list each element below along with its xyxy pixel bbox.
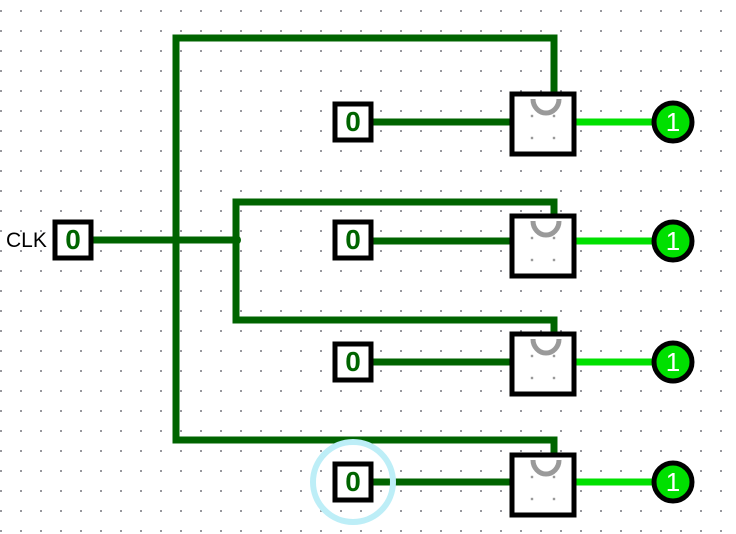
component-pin-dot: [530, 376, 534, 380]
output-led-4-value: 1: [666, 467, 680, 497]
data-input-pin-3-body[interactable]: [332, 341, 374, 383]
component-pin-dot: [552, 497, 556, 501]
output-led-1[interactable]: 1: [651, 100, 695, 144]
data-input-pin-4-body[interactable]: [332, 461, 374, 503]
data-input-pin-1-body[interactable]: [332, 101, 374, 143]
wire-junctions: [171, 235, 241, 245]
output-led-2-value: 1: [666, 226, 680, 256]
output-led-1-value: 1: [666, 107, 680, 137]
component-pin-dot: [530, 236, 534, 240]
component-pin-dot: [552, 376, 556, 380]
data-input-pin-2-value: 0: [345, 224, 361, 255]
wire-junction-2: [231, 235, 241, 245]
component-pin-dot: [530, 114, 534, 118]
component-pin-dot: [552, 475, 556, 479]
clock-input-pin[interactable]: 0: [52, 219, 94, 261]
output-led-1-body[interactable]: [651, 100, 695, 144]
output-led-2[interactable]: 1: [651, 219, 695, 263]
data-input-pin-2-body[interactable]: [332, 219, 374, 261]
clock-arc-icon: [530, 338, 562, 356]
component-pin-dot: [552, 114, 556, 118]
component-pin-dot: [530, 258, 534, 262]
output-led-4[interactable]: 1: [651, 460, 695, 504]
output-led-2-body[interactable]: [651, 219, 695, 263]
wire-clk-branch-row1[interactable]: [172, 34, 558, 240]
component-pin-dot: [552, 258, 556, 262]
d-flip-flop-4[interactable]: [509, 452, 577, 518]
d-flip-flop-3[interactable]: [509, 331, 577, 397]
component-pin-dot: [530, 136, 534, 140]
data-input-pin-1[interactable]: 0: [332, 101, 374, 143]
clk-text-label: CLK: [6, 229, 47, 252]
selection-layer: [310, 439, 396, 525]
data-input-pin-4-value: 0: [345, 466, 361, 497]
component-pin-dot: [552, 236, 556, 240]
wire-clk-branch-row4[interactable]: [172, 240, 558, 457]
clock-bus-wires[interactable]: [92, 34, 558, 457]
d-flip-flop-2-body[interactable]: [509, 213, 577, 279]
clock-arc-icon: [530, 98, 562, 116]
component-pin-dot: [530, 475, 534, 479]
d-flip-flop-3-body[interactable]: [509, 331, 577, 397]
output-led-4-body[interactable]: [651, 460, 695, 504]
data-input-pin-1-value: 0: [345, 106, 361, 137]
data-input-pin-2[interactable]: 0: [332, 219, 374, 261]
d-flip-flop-1-body[interactable]: [509, 91, 577, 157]
component-pin-dot: [552, 136, 556, 140]
data-input-pin-3[interactable]: 0: [332, 341, 374, 383]
wire-clk-branch-row2[interactable]: [232, 198, 558, 240]
d-flip-flop-2[interactable]: [509, 213, 577, 279]
component-pin-dot: [552, 354, 556, 358]
data-input-pin-4[interactable]: 0: [332, 461, 374, 503]
component-pin-dot: [530, 497, 534, 501]
selection-highlight-ring: [310, 439, 396, 525]
clock-arc-icon: [530, 459, 562, 477]
data-input-pin-3-value: 0: [345, 346, 361, 377]
data-wires[interactable]: [371, 118, 514, 486]
clock-arc-icon: [530, 220, 562, 238]
clock-input-pin-body[interactable]: [52, 219, 94, 261]
wire-clk-branch-row3[interactable]: [232, 240, 558, 336]
output-wires[interactable]: [572, 118, 656, 486]
d-flip-flop-4-body[interactable]: [509, 452, 577, 518]
output-led-3-value: 1: [666, 347, 680, 377]
output-led-3-body[interactable]: [651, 340, 695, 384]
component-pin-dot: [530, 354, 534, 358]
flip-flop-components[interactable]: [509, 91, 577, 518]
output-led-components[interactable]: 1 1 1 1: [651, 100, 695, 504]
d-flip-flop-1[interactable]: [509, 91, 577, 157]
wire-junction-1: [171, 235, 181, 245]
clock-input-pin-value: 0: [65, 224, 81, 255]
input-pin-components[interactable]: 0 0 0 0 0: [52, 101, 374, 503]
output-led-3[interactable]: 1: [651, 340, 695, 384]
